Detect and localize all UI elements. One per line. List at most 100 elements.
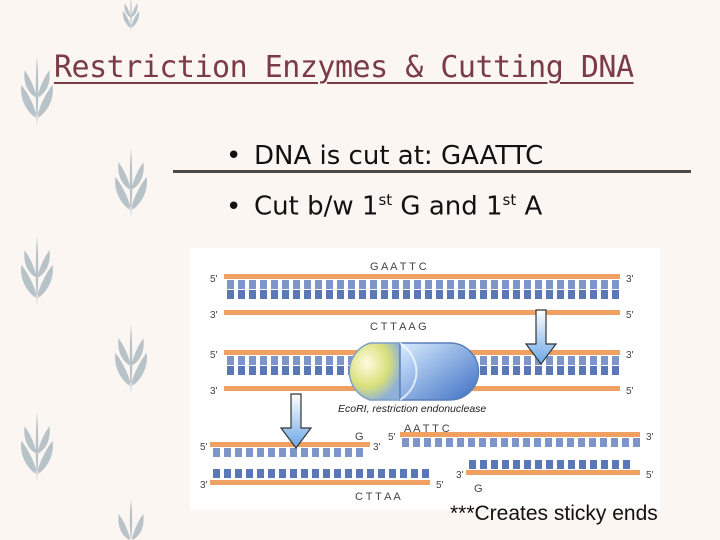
dna-base: [279, 469, 286, 478]
dna-base: [601, 290, 608, 299]
strand-end-label: 3': [456, 470, 464, 481]
dna-base: [622, 438, 629, 447]
dna-base: [249, 290, 256, 299]
dna-base: [356, 469, 363, 478]
dna-base: [235, 448, 242, 457]
dna-base: [337, 366, 344, 375]
dna-base: [293, 280, 300, 289]
dna-base: [367, 469, 374, 478]
dna-base: [227, 356, 234, 365]
dna-base: [271, 280, 278, 289]
dna-base: [301, 469, 308, 478]
dna-base: [612, 290, 619, 299]
down-arrow-icon: [524, 309, 558, 365]
dna-base: [546, 366, 553, 375]
dna-base: [312, 448, 319, 457]
down-arrow-icon: [279, 393, 313, 449]
dna-base: [337, 280, 344, 289]
dna-base: [513, 366, 520, 375]
strand-end-label: 3': [200, 480, 208, 491]
dna-base: [469, 280, 476, 289]
dna-base: [400, 469, 407, 478]
cut-base-label: A A T T C: [404, 423, 450, 435]
bullet-text: Cut b/w 1: [254, 191, 379, 222]
strand-end-label: 5': [210, 274, 218, 285]
wheat-leaf-icon: [115, 324, 147, 394]
dna-base: [348, 290, 355, 299]
dna-base: [491, 366, 498, 375]
dna-base: [304, 356, 311, 365]
dna-base: [334, 448, 341, 457]
bullet-dot: •: [226, 191, 242, 222]
dna-base: [359, 280, 366, 289]
dna-base: [337, 356, 344, 365]
dna-base: [502, 280, 509, 289]
dna-base: [293, 356, 300, 365]
wheat-leaf-icon: [122, 0, 140, 32]
dna-base: [224, 448, 231, 457]
dna-base: [546, 460, 553, 469]
dna-base: [257, 448, 264, 457]
dna-base: [601, 366, 608, 375]
cut-base-label: C T T A A: [355, 491, 401, 503]
dna-base: [345, 448, 352, 457]
bullet-text: A: [516, 191, 543, 222]
dna-base: [436, 280, 443, 289]
dna-base: [249, 366, 256, 375]
dna-base: [535, 366, 542, 375]
dna-base: [523, 438, 530, 447]
dna-base: [447, 280, 454, 289]
dna-base: [579, 280, 586, 289]
dna-base: [370, 280, 377, 289]
dna-base: [568, 460, 575, 469]
dna-base: [279, 448, 286, 457]
dna-base: [502, 366, 509, 375]
dna-base: [392, 280, 399, 289]
dna-base: [458, 290, 465, 299]
dna-base: [323, 448, 330, 457]
dna-base: [271, 366, 278, 375]
dna-base: [600, 438, 607, 447]
bullet-text: DNA is cut at: GAATTC: [254, 141, 544, 171]
dna-backbone: [224, 310, 620, 315]
dna-base: [315, 356, 322, 365]
dna-base: [480, 280, 487, 289]
dna-base: [282, 280, 289, 289]
dna-base: [260, 280, 267, 289]
bullet-text: G and 1: [392, 191, 503, 222]
dna-base: [458, 280, 465, 289]
bullet-dot: •: [226, 141, 242, 171]
cut-base-label: G: [355, 431, 364, 443]
strand-end-label: 5': [210, 350, 218, 361]
dna-base: [249, 356, 256, 365]
dna-base: [425, 280, 432, 289]
dna-base: [490, 438, 497, 447]
dna-base: [348, 280, 355, 289]
sequence-bottom: C T T A A G: [370, 321, 427, 333]
dna-base: [534, 438, 541, 447]
ecori-enzyme: [348, 342, 480, 401]
dna-base: [546, 280, 553, 289]
dna-base: [590, 366, 597, 375]
dna-base: [513, 460, 520, 469]
dna-base: [501, 438, 508, 447]
dna-base: [611, 438, 618, 447]
dna-base: [612, 356, 619, 365]
caption-text: ***Creates sticky ends: [450, 502, 658, 525]
dna-base: [524, 356, 531, 365]
dna-base: [238, 290, 245, 299]
dna-base: [557, 290, 564, 299]
dna-backbone: [400, 432, 640, 437]
dna-base: [326, 280, 333, 289]
ecori-diagram: G A A T T C C T T A A G EcoRI, restricti…: [190, 248, 660, 510]
dna-base: [612, 280, 619, 289]
dna-base: [257, 469, 264, 478]
dna-base: [326, 356, 333, 365]
dna-base: [479, 438, 486, 447]
dna-base: [491, 460, 498, 469]
dna-base: [370, 290, 377, 299]
dna-base: [590, 280, 597, 289]
dna-base: [579, 460, 586, 469]
strand-end-label: 3': [626, 350, 634, 361]
dna-base: [293, 366, 300, 375]
